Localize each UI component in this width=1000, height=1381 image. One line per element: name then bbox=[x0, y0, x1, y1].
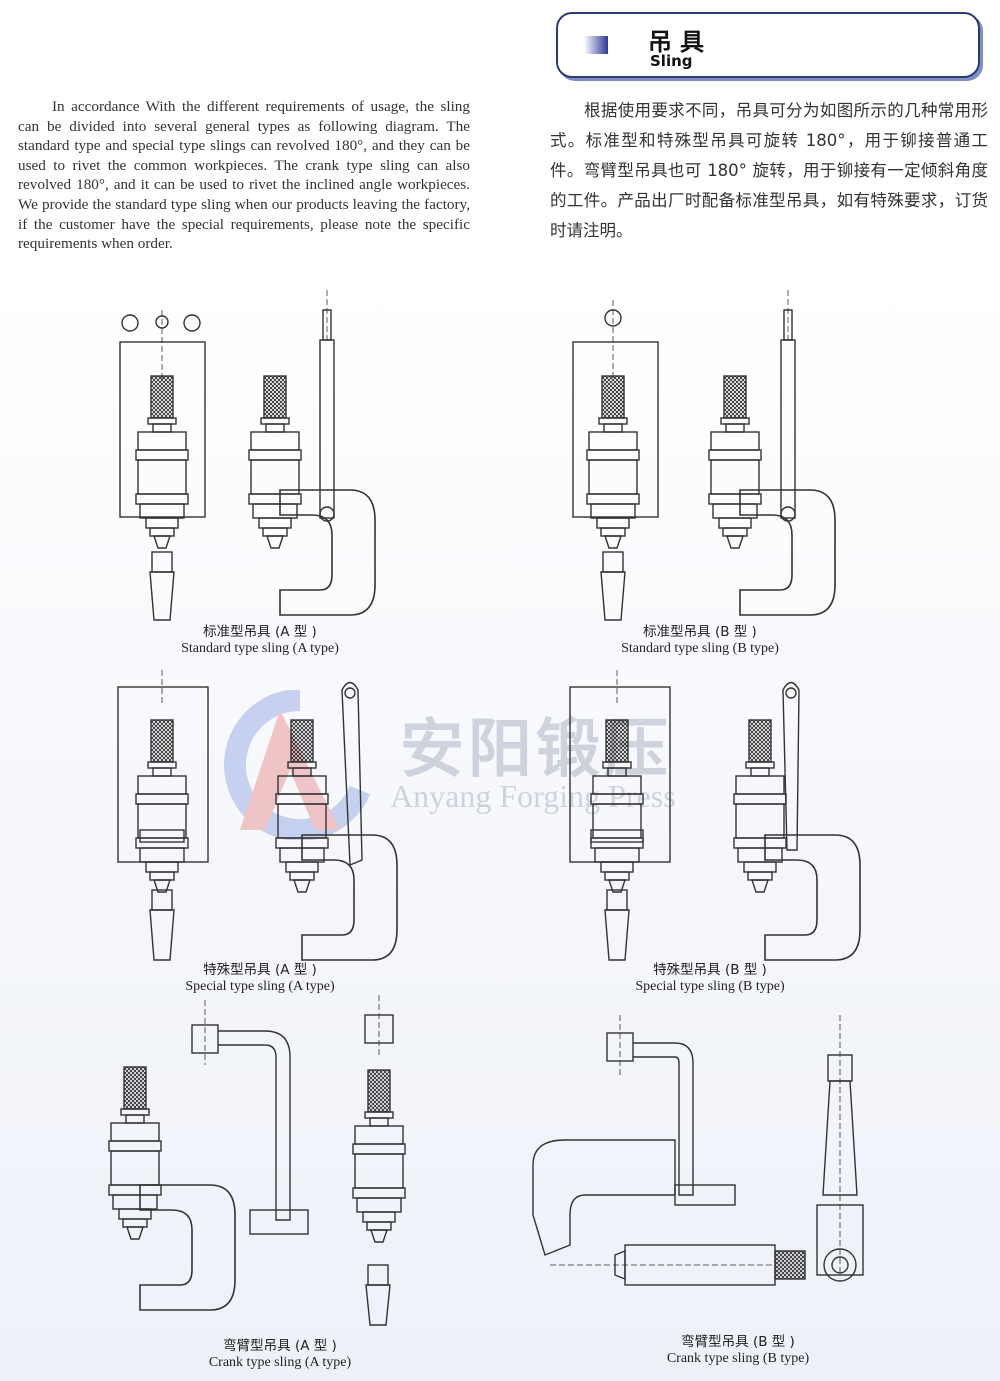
header-square-icon bbox=[584, 36, 608, 54]
caption-en: Crank type sling (A type) bbox=[208, 1355, 352, 1370]
figure-standard-a bbox=[110, 290, 410, 621]
caption-cn: 弯臂型吊具 (A 型 ) bbox=[223, 1338, 337, 1354]
figure-caption-standard-b: 标准型吊具 (B 型 ) Standard type sling (B type… bbox=[550, 624, 850, 657]
caption-cn: 特殊型吊具 (B 型 ) bbox=[653, 962, 767, 978]
caption-en: Standard type sling (B type) bbox=[621, 641, 779, 656]
section-header: 吊具 Sling bbox=[556, 12, 980, 78]
figure-special-b bbox=[565, 665, 865, 965]
figure-standard-b bbox=[565, 290, 865, 621]
figure-caption-special-a: 特殊型吊具 (A 型 ) Special type sling (A type) bbox=[110, 962, 410, 995]
intro-paragraph-en: In accordance With the different require… bbox=[18, 98, 470, 253]
figure-caption-crank-b: 弯臂型吊具 (B 型 ) Crank type sling (B type) bbox=[588, 1334, 888, 1367]
caption-en: Special type sling (B type) bbox=[635, 979, 785, 994]
figure-caption-standard-a: 标准型吊具 (A 型 ) Standard type sling (A type… bbox=[110, 624, 410, 657]
caption-cn: 标准型吊具 (B 型 ) bbox=[643, 624, 757, 640]
caption-cn: 标准型吊具 (A 型 ) bbox=[203, 624, 317, 640]
figure-caption-special-b: 特殊型吊具 (B 型 ) Special type sling (B type) bbox=[560, 962, 860, 995]
watermark-text-en: Anyang Forging Press bbox=[390, 778, 676, 814]
section-title-en: Sling bbox=[650, 52, 693, 70]
caption-cn: 弯臂型吊具 (B 型 ) bbox=[681, 1334, 795, 1350]
figure-caption-crank-a: 弯臂型吊具 (A 型 ) Crank type sling (A type) bbox=[130, 1338, 430, 1371]
company-logo-icon bbox=[224, 689, 371, 841]
section-title-cn: 吊具 bbox=[648, 28, 712, 56]
intro-paragraph-cn: 根据使用要求不同，吊具可分为如图所示的几种常用形式。标准型和特殊型吊具可旋转 1… bbox=[550, 101, 988, 240]
caption-en: Standard type sling (A type) bbox=[181, 641, 339, 656]
caption-en: Crank type sling (B type) bbox=[666, 1351, 810, 1366]
figure-special-a bbox=[110, 665, 410, 965]
figure-crank-a bbox=[100, 995, 430, 1335]
figure-crank-b bbox=[525, 1015, 885, 1305]
caption-en: Special type sling (A type) bbox=[185, 979, 335, 994]
caption-cn: 特殊型吊具 (A 型 ) bbox=[203, 962, 317, 978]
